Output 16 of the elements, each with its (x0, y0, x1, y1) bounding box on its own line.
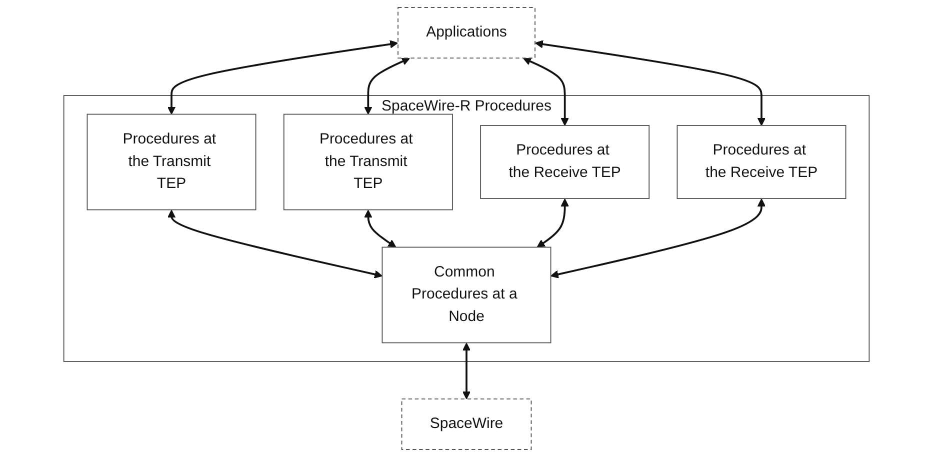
node-box: Procedures at the Receive TEP (676, 125, 846, 199)
node-box: Common Procedures at a Node (382, 246, 552, 344)
arrow (522, 57, 569, 126)
arrow (536, 198, 569, 248)
arrow (535, 40, 766, 126)
arrow (550, 198, 766, 278)
node-box: Applications (398, 7, 536, 59)
node-box: Procedures at the Receive TEP (480, 125, 650, 199)
node-box: SpaceWire (401, 398, 532, 450)
arrow (462, 342, 471, 400)
node-box: Procedures at the Transmit TEP (86, 114, 256, 210)
node-box: Procedures at the Transmit TEP (283, 114, 453, 210)
arrow (364, 210, 396, 248)
arrow (167, 210, 383, 278)
arrow (364, 57, 410, 115)
arrow (167, 40, 398, 115)
